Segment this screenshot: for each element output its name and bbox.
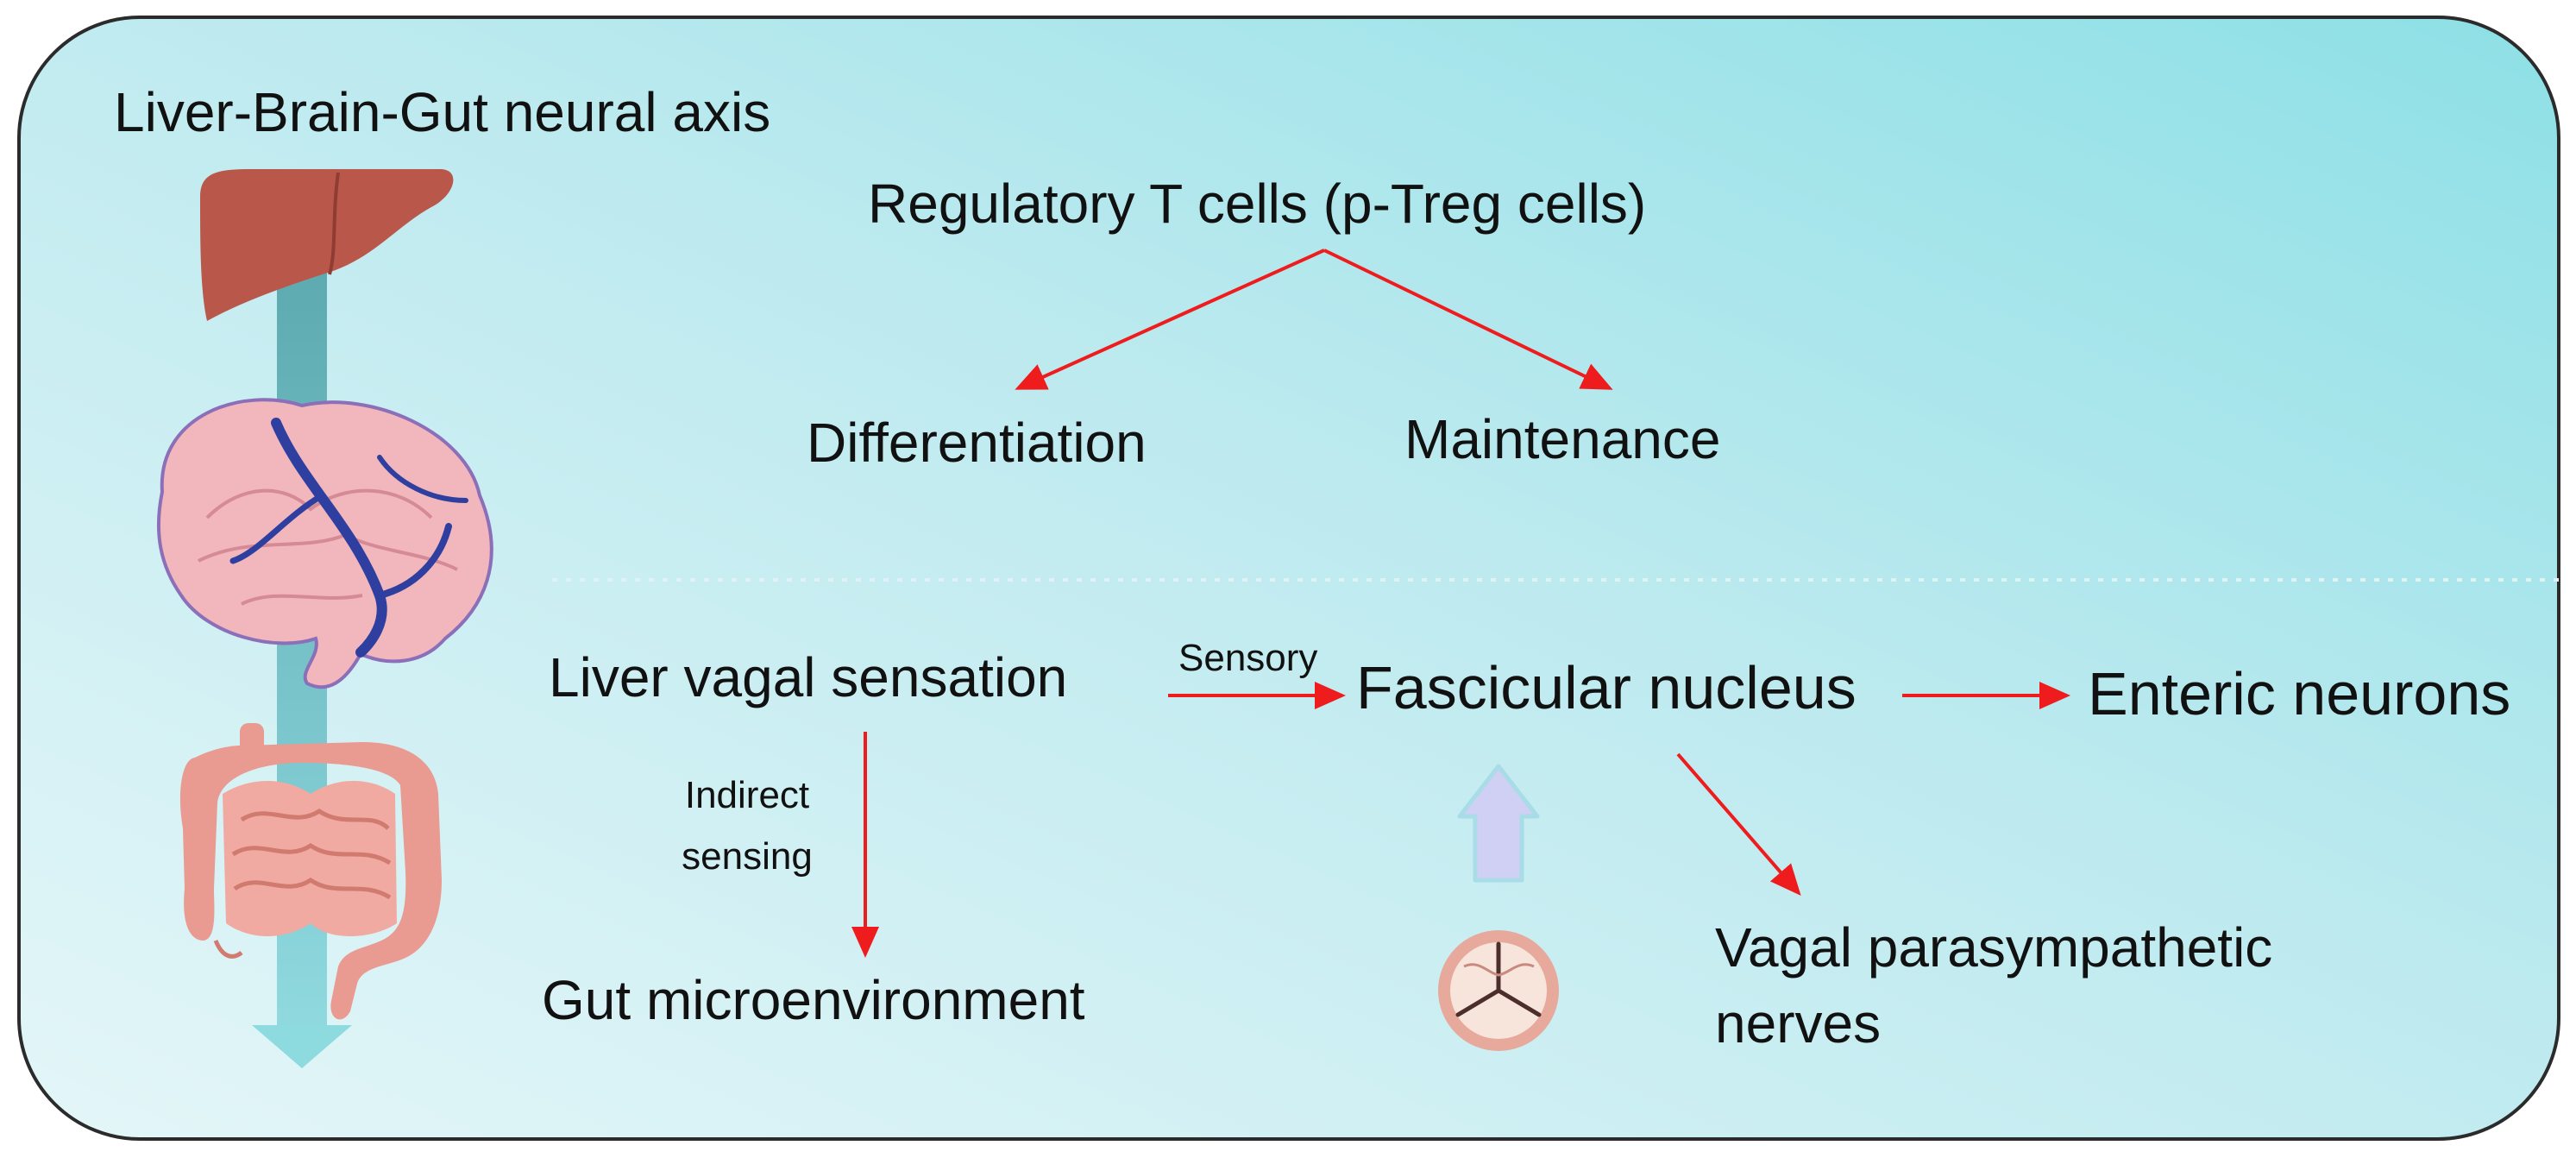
liver-vagal-sensation-label: Liver vagal sensation bbox=[549, 646, 1068, 708]
indirect-label: Indirect bbox=[684, 774, 810, 816]
arrow-nucleus-to-vagal bbox=[1676, 752, 1801, 897]
fascicular-nucleus-label: Fascicular nucleus bbox=[1356, 654, 1857, 721]
arrow-treg-to-maintenance bbox=[1323, 249, 1613, 390]
sensory-label: Sensory bbox=[1178, 637, 1318, 679]
maintenance-label: Maintenance bbox=[1404, 408, 1721, 470]
brain-icon bbox=[156, 398, 493, 689]
vagal-parasympathetic-label: Vagal parasympathetic bbox=[1715, 916, 2273, 979]
figure-title: Liver-Brain-Gut neural axis bbox=[114, 81, 771, 143]
sensing-label: sensing bbox=[682, 835, 813, 878]
heart-valve-icon bbox=[1438, 930, 1559, 1051]
differentiation-label: Differentiation bbox=[807, 412, 1147, 474]
arrow-treg-to-differentiation bbox=[1015, 249, 1325, 390]
enteric-neurons-label: Enteric neurons bbox=[2088, 660, 2511, 727]
intestine-icon bbox=[179, 723, 442, 1020]
gut-microenvironment-label: Gut microenvironment bbox=[542, 969, 1085, 1031]
liver-icon bbox=[200, 169, 454, 321]
treg-title: Regulatory T cells (p-Treg cells) bbox=[868, 173, 1647, 235]
up-arrow bbox=[1457, 764, 1540, 883]
nerves-label: nerves bbox=[1715, 992, 1882, 1054]
